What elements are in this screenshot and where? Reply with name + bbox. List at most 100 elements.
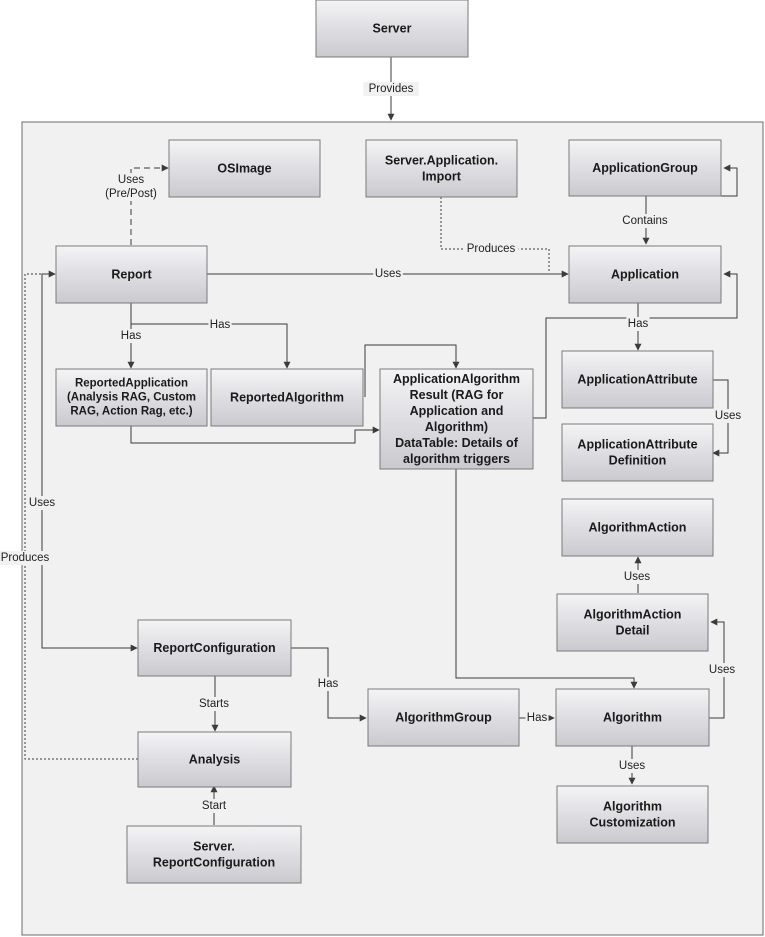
- edge-label-text: Produces: [467, 243, 516, 255]
- application-algorithm-result-label-line: algorithm triggers: [403, 452, 510, 466]
- edge-label-text: Has: [527, 712, 548, 724]
- edge-label-background: [713, 409, 743, 423]
- edge-label-report-uses-application: Uses: [373, 267, 403, 281]
- analysis-node: Analysis: [137, 731, 292, 788]
- application-label-line: Application: [611, 268, 679, 282]
- algorithm-node: Algorithm: [555, 688, 710, 747]
- algorithm-action-detail-label-line: Detail: [615, 624, 649, 638]
- algorithm-label-line: Algorithm: [603, 711, 662, 725]
- analysis-box: [137, 731, 292, 788]
- edge-analysis-produces-report: [24, 270, 138, 760]
- edge-label-report-has-reportedalgo: Has: [208, 318, 232, 332]
- edge-label-server-provides: Provides: [363, 82, 419, 96]
- edge-label-report-uses-osimage: Uses (Pre/Post): [97, 173, 165, 201]
- edge-result-to-algorithm: [455, 469, 638, 689]
- server-report-configuration-label-line: ReportConfiguration: [153, 856, 275, 870]
- edge-label-background: [119, 329, 143, 343]
- edge-label-text: Has: [318, 678, 339, 690]
- application-attribute-definition-label-line: Definition: [609, 454, 667, 468]
- edge-label-analysis-produces-report: Produces: [0, 551, 53, 565]
- server-label-line: Server: [373, 22, 412, 36]
- edge-label-text: Start: [202, 800, 227, 812]
- report-label-line: Report: [111, 268, 152, 282]
- edge-label-text: Has: [210, 319, 231, 331]
- edge-label-text: Uses: [715, 410, 741, 422]
- application-algorithm-result-box: [379, 368, 534, 470]
- edge-label-text: Has: [628, 318, 649, 330]
- edge-label-background: [27, 496, 57, 510]
- edge-label-report-has-reportedapp: Has: [119, 329, 143, 343]
- algorithm-customization-label-line: Customization: [589, 816, 675, 830]
- edge-label-appgroup-contains: Contains: [617, 214, 673, 228]
- edge-label-background: [617, 759, 647, 773]
- application-algorithm-result-label-line: Algorithm): [425, 420, 488, 434]
- server-application-import-label-line: Server.Application.: [385, 154, 498, 168]
- edge-label-algorithm-uses-customization: Uses: [617, 759, 647, 773]
- reported-application-node: ReportedApplication(Analysis RAG, Custom…: [55, 368, 208, 427]
- application-box: [568, 245, 722, 304]
- algorithm-group-node: AlgorithmGroup: [367, 688, 520, 747]
- algorithm-box: [555, 688, 710, 747]
- edge-label-reportconfig-has-algogroup: Has: [316, 677, 340, 691]
- edge-report-uses-osimage: [130, 164, 169, 245]
- server-report-configuration-node: Server.ReportConfiguration: [126, 825, 302, 884]
- algorithm-group-label-line: AlgorithmGroup: [395, 711, 492, 725]
- edge-label-text: Produces: [1, 552, 50, 564]
- application-group-box: [568, 139, 722, 197]
- report-node: Report: [55, 245, 208, 304]
- application-attribute-box: [561, 350, 714, 409]
- edge-label-text: Has: [121, 330, 142, 342]
- reported-application-label-line: RAG, Action Rag, etc.): [70, 406, 192, 418]
- server-box: [315, 0, 469, 58]
- edge-label-text: Uses: [619, 760, 645, 772]
- edge-label-background: [0, 551, 53, 565]
- application-attribute-label-line: ApplicationAttribute: [577, 373, 697, 387]
- algorithm-action-label-line: AlgorithmAction: [589, 521, 687, 535]
- algorithm-action-detail-label-line: AlgorithmAction: [584, 608, 682, 622]
- reported-algorithm-label-line: ReportedAlgorithm: [230, 391, 344, 405]
- application-attribute-node: ApplicationAttribute: [561, 350, 714, 409]
- reported-application-label-line: ReportedApplication: [75, 378, 188, 390]
- edge-label-text: Uses: [709, 664, 735, 676]
- edge-report-has-reportedalgo: [131, 323, 291, 369]
- server-application-import-node: Server.Application. Import: [365, 139, 518, 198]
- edge-label-report-uses-reportconfig: Uses: [27, 496, 57, 510]
- application-node: Application: [568, 245, 722, 304]
- algorithm-group-box: [367, 688, 520, 747]
- edge-reportedalgo-to-result: [364, 344, 460, 397]
- edge-label-algorithm-uses-action-detail: Uses: [707, 663, 737, 677]
- application-algorithm-result-label-line: Result (RAG for: [410, 388, 504, 402]
- edge-label-text: (Pre/Post): [105, 188, 157, 200]
- server-node: Server: [315, 0, 469, 58]
- server-application-import-label-line: Import: [422, 170, 462, 184]
- edge-label-server-reportconfig-starts: Start: [196, 799, 232, 813]
- edge-label-background: [626, 317, 650, 331]
- edge-label-background: [463, 242, 519, 256]
- edge-label-action-detail-uses-action: Uses: [622, 570, 652, 584]
- application-group-label-line: ApplicationGroup: [592, 161, 698, 175]
- report-configuration-label-line: ReportConfiguration: [153, 641, 275, 655]
- edge-label-text: Uses: [118, 174, 144, 186]
- report-box: [55, 245, 208, 304]
- edge-label-background: [363, 82, 419, 96]
- edge-label-background: [316, 677, 340, 691]
- edge-label-background: [373, 267, 403, 281]
- application-group-node: ApplicationGroup: [568, 139, 722, 197]
- edge-reportedapp-to-result: [130, 426, 380, 444]
- edge-label-algogroup-has-algorithm: Has: [525, 711, 549, 725]
- osimage-node: OSImage: [168, 139, 321, 198]
- edge-label-background: [192, 697, 236, 711]
- application-algorithm-result-label-line: DataTable: Details of: [395, 436, 519, 450]
- reported-algorithm-node: ReportedAlgorithm: [210, 368, 364, 427]
- edge-label-text: Provides: [369, 83, 414, 95]
- osimage-label-line: OSImage: [217, 162, 271, 176]
- application-algorithm-result-label-line: Application and: [410, 404, 504, 418]
- edge-label-background: [196, 799, 232, 813]
- edge-label-text: Starts: [199, 698, 229, 710]
- server-report-configuration-box: [126, 825, 302, 884]
- algorithm-customization-box: [556, 785, 709, 844]
